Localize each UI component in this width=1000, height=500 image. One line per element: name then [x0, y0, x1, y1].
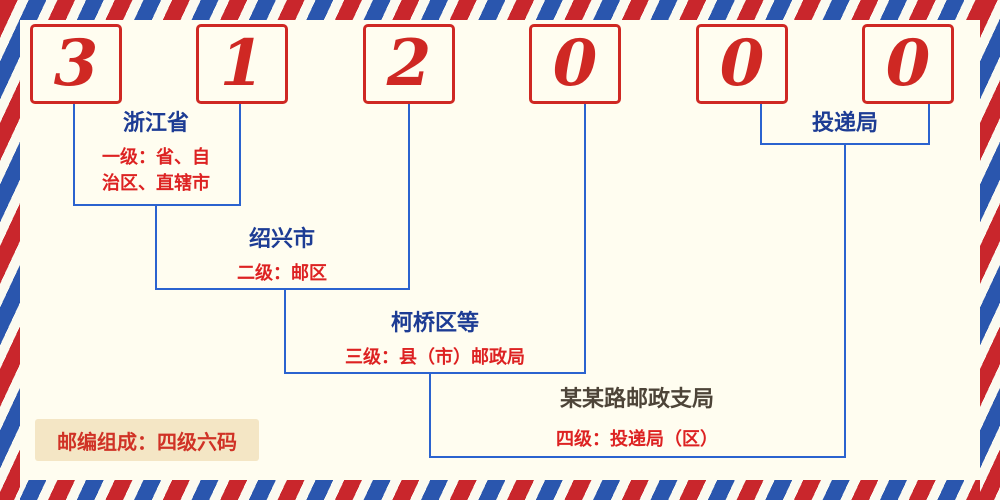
postal-digit-2: 1 — [219, 26, 265, 101]
level3-place-name: 柯桥区等 — [390, 311, 479, 336]
level2-bracket-bottom-line — [155, 288, 410, 290]
delivery-bracket-bottom-line — [760, 143, 930, 145]
level3-annotation: 柯桥区等 三级：县（市）邮政局 — [310, 310, 560, 371]
delivery-bracket-left-line — [760, 104, 762, 145]
level3-bracket-right-line — [584, 104, 586, 374]
level1-description: 一级：省、自治区、直辖市 — [102, 146, 210, 194]
envelope-border-left — [0, 0, 20, 500]
level4-bracket-right-line — [844, 145, 846, 458]
postal-digit-box-4: 0 — [529, 24, 621, 104]
postal-digit-box-5: 0 — [696, 24, 788, 104]
postal-digit-box-6: 0 — [862, 24, 954, 104]
level1-bracket-bottom-line — [73, 204, 241, 206]
postal-digit-5: 0 — [719, 26, 765, 101]
level4-annotation: 某某路邮政支局 四级：投递局（区） — [497, 386, 777, 453]
level2-bracket-left-line — [155, 205, 157, 290]
level2-place-name: 绍兴市 — [248, 227, 315, 252]
postal-digit-3: 2 — [386, 26, 432, 101]
level2-annotation: 绍兴市 二级：邮区 — [182, 226, 382, 287]
level4-bracket-bottom-line — [429, 456, 846, 458]
level3-description: 三级：县（市）邮政局 — [345, 346, 525, 368]
envelope-border-top — [0, 0, 1000, 20]
level4-bracket-left-line — [429, 373, 431, 458]
level1-bracket-right-line — [239, 104, 241, 206]
postal-digit-box-1: 3 — [30, 24, 122, 104]
postal-digit-box-2: 1 — [196, 24, 288, 104]
delivery-office-label: 投递局 — [811, 111, 878, 136]
postcode-composition-note: 邮编组成：四级六码 — [35, 419, 259, 461]
postal-digit-box-3: 2 — [363, 24, 455, 104]
level2-bracket-right-line — [408, 104, 410, 290]
envelope-border-right — [980, 0, 1000, 500]
level4-description: 四级：投递局（区） — [556, 428, 718, 450]
envelope-border-bottom — [0, 480, 1000, 500]
level2-description: 二级：邮区 — [237, 262, 327, 284]
level1-place-name: 浙江省 — [122, 111, 189, 136]
level4-place-name: 某某路邮政支局 — [559, 387, 714, 412]
postal-digit-6: 0 — [885, 26, 931, 101]
postal-digit-1: 3 — [53, 26, 99, 101]
delivery-bracket-right-line — [928, 104, 930, 145]
level3-bracket-bottom-line — [284, 372, 586, 374]
postal-digit-4: 0 — [552, 26, 598, 101]
level1-annotation: 浙江省 一级：省、自治区、直辖市 — [66, 110, 246, 197]
level3-bracket-left-line — [284, 289, 286, 374]
level1-bracket-left-line — [73, 104, 75, 206]
delivery-annotation: 投递局 — [775, 110, 915, 139]
